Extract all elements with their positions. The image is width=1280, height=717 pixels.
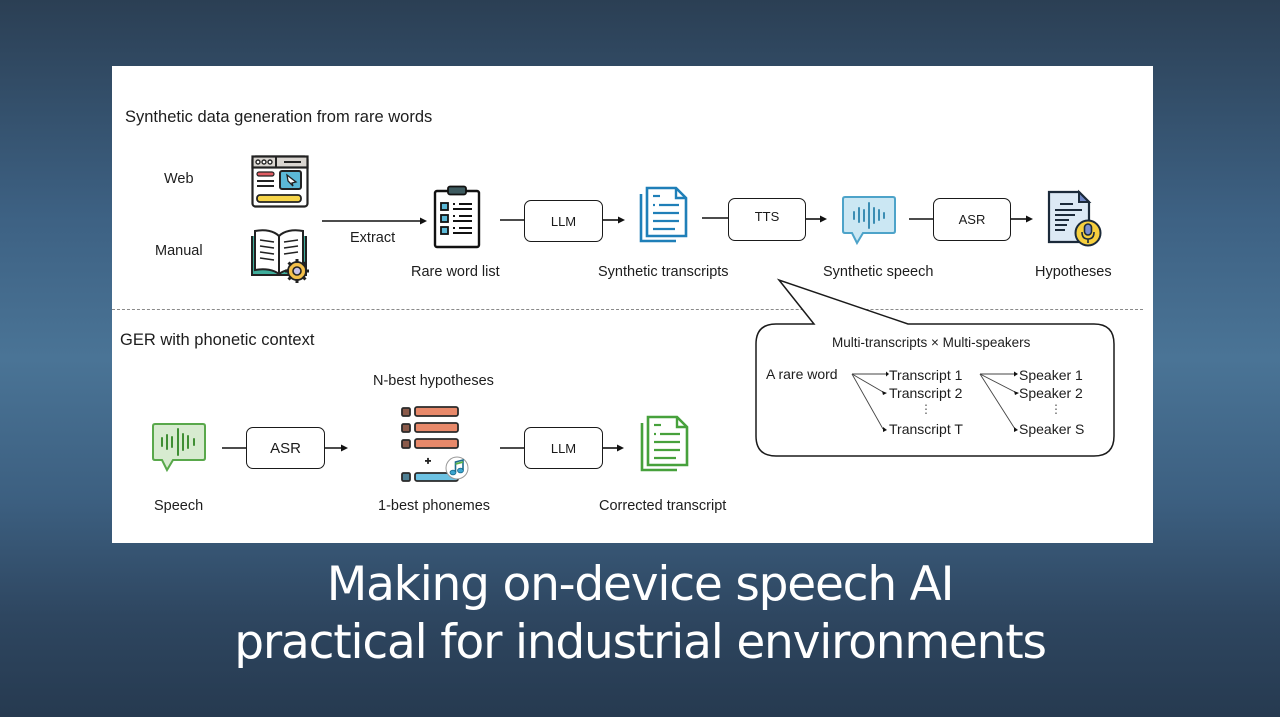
- slide-caption-line-1: Making on-device speech AI: [326, 557, 955, 612]
- manual-book-gear-icon: [251, 229, 309, 283]
- process-box-llm-bottom: LLM: [524, 427, 603, 469]
- document-stack-icon: [639, 186, 688, 243]
- callout-transcript-ellipsis: ⋮: [920, 402, 932, 416]
- node-label-hypotheses: Hypotheses: [1035, 264, 1112, 280]
- extract-arrow: [322, 217, 427, 225]
- label-1best-phonemes: 1-best phonemes: [378, 498, 491, 514]
- node-label-synthetic-speech: Synthetic speech: [823, 264, 934, 280]
- process-box-tts: TTS: [728, 198, 806, 241]
- callout-speaker-2: Speaker 2: [1019, 385, 1083, 401]
- callout-speaker-ellipsis: ⋮: [1050, 402, 1062, 416]
- process-box-asr-top: ASR: [933, 198, 1011, 241]
- connector-lines-llm-bottom: [500, 444, 624, 452]
- process-box-llm-top: LLM: [524, 200, 603, 242]
- diagram-panel: Synthetic data generation from rare word…: [112, 66, 1153, 543]
- document-microphone-icon: [1047, 189, 1102, 247]
- section-title-ger: GER with phonetic context: [120, 331, 315, 349]
- connector-lines-asr-top: [909, 215, 1033, 223]
- speech-waveform-bubble-icon: [842, 196, 896, 246]
- label-nbest-hypotheses: N-best hypotheses: [373, 373, 494, 389]
- callout-transcript-1: Transcript 1: [889, 367, 963, 383]
- callout-bubble: [755, 278, 1115, 457]
- source-label-manual: Manual: [155, 243, 203, 259]
- callout-transcript-t: Transcript T: [889, 421, 963, 437]
- clipboard-checklist-icon: [433, 185, 481, 249]
- label-corrected-transcript: Corrected transcript: [599, 498, 727, 514]
- section-title-synthetic-data: Synthetic data generation from rare word…: [125, 108, 433, 126]
- source-label-web: Web: [164, 171, 194, 187]
- node-label-rare-word-list: Rare word list: [411, 264, 500, 280]
- extract-label: Extract: [350, 230, 396, 246]
- document-stack-green-icon: [640, 415, 689, 472]
- callout-speaker-1: Speaker 1: [1019, 367, 1083, 383]
- process-box-asr-bottom: ASR: [246, 427, 325, 469]
- nbest-phonemes-icon: [401, 406, 469, 482]
- callout-transcript-2: Transcript 2: [889, 385, 963, 401]
- callout-root-rare-word: A rare word: [766, 366, 838, 382]
- speech-waveform-green-icon: [152, 423, 206, 473]
- section-divider: [112, 309, 1143, 310]
- slide-caption-line-2: practical for industrial environments: [234, 615, 1047, 670]
- callout-fanout-arrows: [851, 371, 1019, 432]
- web-browser-icon: [251, 155, 309, 208]
- connector-lines-asr-bottom: [222, 444, 348, 452]
- node-label-synthetic-transcripts: Synthetic transcripts: [598, 264, 729, 280]
- callout-speaker-s: Speaker S: [1019, 421, 1085, 437]
- connector-lines-tts: [702, 215, 827, 223]
- connector-lines-llm-top: [500, 216, 625, 224]
- label-speech: Speech: [154, 498, 204, 514]
- callout-title: Multi-transcripts × Multi-speakers: [832, 335, 1031, 350]
